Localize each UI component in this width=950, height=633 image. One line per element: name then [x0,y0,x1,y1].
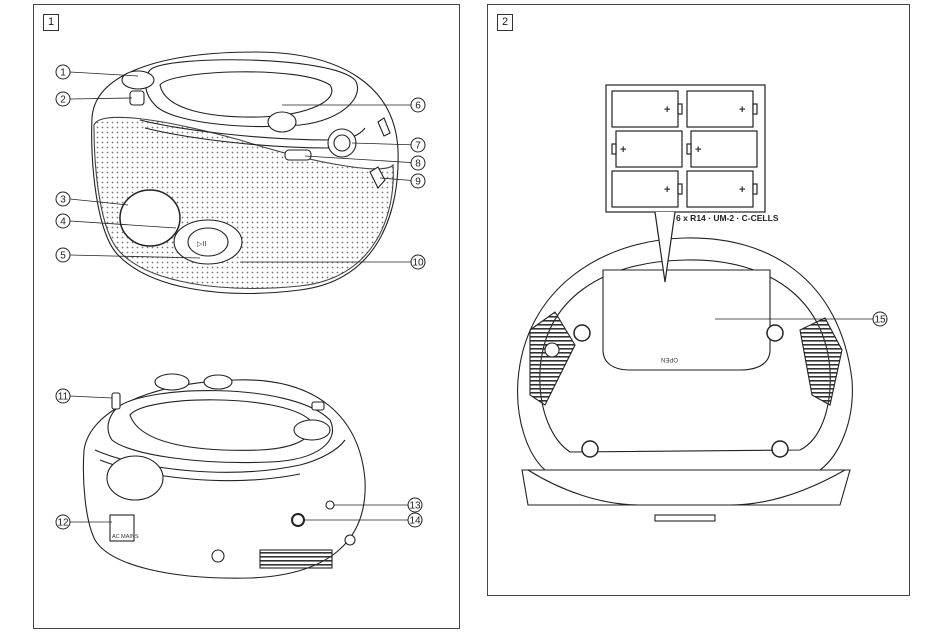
svg-text:▷II: ▷II [197,241,206,248]
callout-12: 12 [55,514,71,530]
panel-number-1: 1 [43,14,59,31]
callout-14: 14 [407,512,423,528]
battery-cover-open-label: OPEN [661,356,678,362]
leader-lines-rear [69,395,408,523]
callout-number: 10 [412,258,424,269]
callout-5: 5 [55,247,71,263]
callout-number: 6 [415,101,421,112]
callout-number: 1 [60,68,66,79]
callout-3: 3 [55,191,71,207]
svg-text:+: + [739,184,745,196]
callout-2: 2 [55,91,71,107]
boombox-bottom-view [517,237,853,522]
svg-text:+: + [664,184,670,196]
callout-4: 4 [55,213,71,229]
callout-8: 8 [410,155,426,171]
callout-11: 11 [55,388,71,404]
callout-number: 9 [415,177,421,188]
callout-number: 7 [415,141,421,152]
ac-mains-plate-label: AC MAINS [112,534,139,540]
callout-6: 6 [410,97,426,113]
callout-number: 2 [60,95,66,106]
svg-text:OPEN: OPEN [661,356,678,362]
callout-number: 8 [415,159,421,170]
callout-1: 1 [55,64,71,80]
callout-number: 5 [60,251,66,262]
callout-13: 13 [407,497,423,513]
callout-9: 9 [410,173,426,189]
svg-text:+: + [695,144,701,156]
boombox-rear-view [82,373,366,579]
callout-number: 15 [874,315,886,326]
svg-text:AC MAINS: AC MAINS [112,534,139,540]
callout-number: 12 [57,518,69,529]
boombox-front-view [91,51,399,294]
panel-number-2: 2 [497,14,513,31]
svg-text:+: + [739,104,745,116]
svg-text:+: + [620,144,626,156]
callout-7: 7 [410,137,426,153]
play-pause-button-label: ▷II [197,241,206,248]
callout-number: 11 [58,392,69,403]
battery-legend [605,84,766,283]
callout-10: 10 [410,254,426,270]
callout-number: 4 [60,217,66,228]
battery-plus-signs: + + + + + + [620,104,745,196]
callout-number: 13 [409,501,421,512]
battery-type-label: 6 x R14 · UM-2 · C-CELLS [676,213,779,223]
callout-number: 3 [60,195,66,206]
callout-number: 14 [409,516,421,527]
svg-text:+: + [664,104,670,116]
callout-15: 15 [872,311,888,327]
